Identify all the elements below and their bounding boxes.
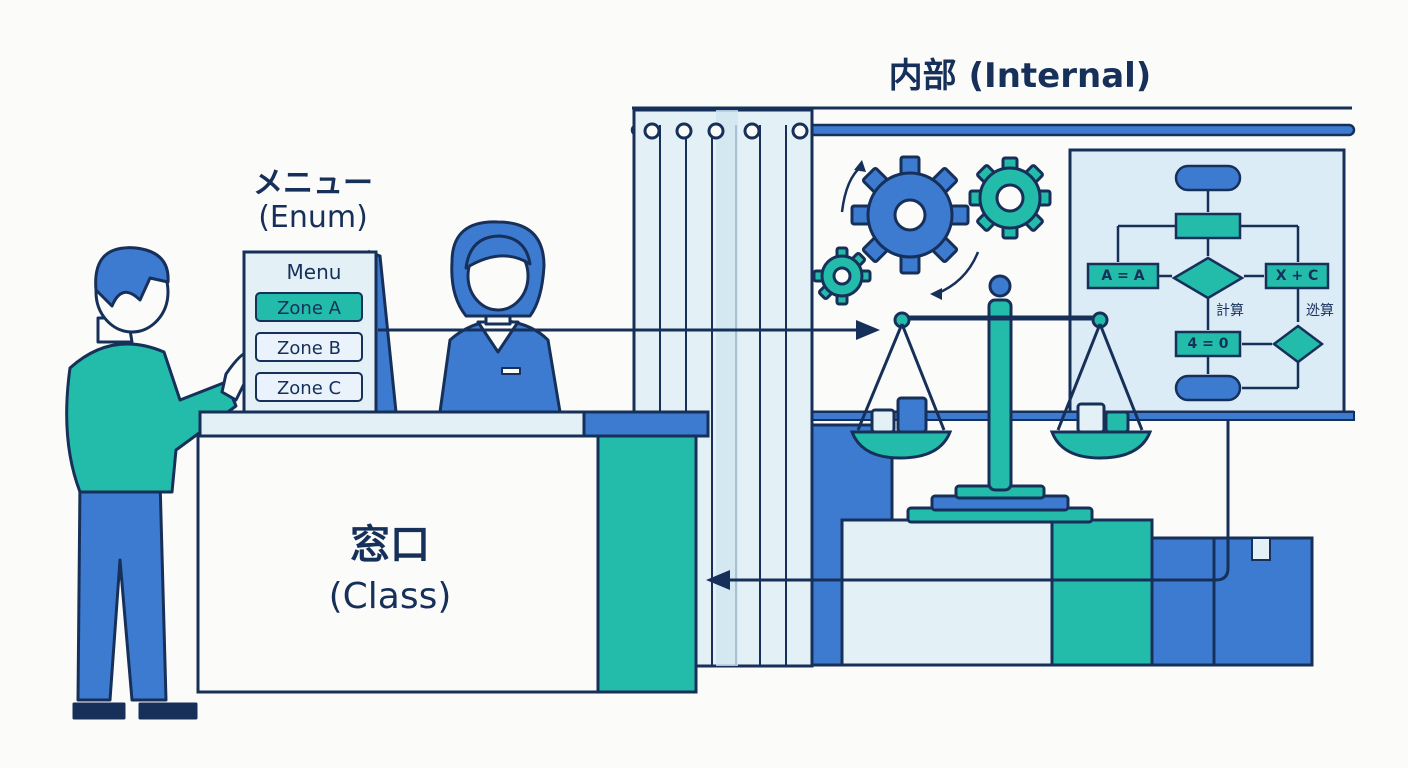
response-arrow [706, 420, 1230, 590]
counter-class [196, 410, 710, 694]
flowchart-box-right: X + C [1275, 268, 1319, 284]
gear-small-icon [812, 246, 872, 306]
rotation-arrowhead-2-icon [930, 288, 942, 300]
gear-large-icon [850, 155, 970, 275]
flowchart-box-left: A = A [1101, 268, 1145, 284]
zone-c-option[interactable]: Zone C [255, 372, 363, 402]
menu-heading: Menu [286, 260, 342, 284]
flowchart-label-branch: 迯算 [1306, 303, 1334, 319]
class-label-jp: 窓口 [350, 522, 430, 568]
clerk-figure [438, 220, 562, 414]
internal-label: 内部 (Internal) [888, 56, 1152, 96]
storage-boxes [810, 423, 1314, 667]
class-label-en: (Class) [328, 576, 452, 617]
gear-teal-icon [968, 156, 1052, 240]
enum-label-en: (Enum) [258, 200, 368, 235]
balance-scale [849, 274, 1153, 524]
zone-b-option[interactable]: Zone B [255, 332, 363, 362]
flowchart [1086, 164, 1330, 402]
rotation-arrowhead-icon [854, 160, 866, 172]
request-arrow [378, 320, 880, 340]
flowchart-label-calc: 計算 [1216, 303, 1244, 319]
enum-label-jp: メニュー [253, 166, 373, 201]
flowchart-box-result: 4 = 0 [1187, 336, 1229, 352]
customer-figure [65, 246, 254, 720]
zone-a-option[interactable]: Zone A [255, 292, 363, 322]
